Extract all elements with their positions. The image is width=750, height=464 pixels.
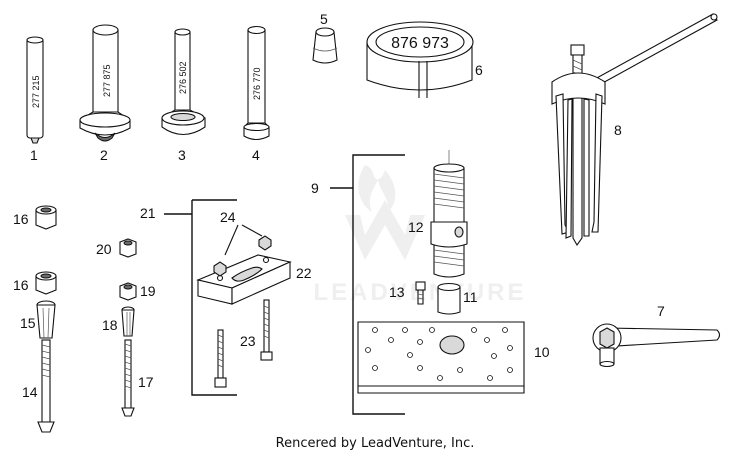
part-15-collet: 15 xyxy=(20,300,56,339)
part-4-pin: 276 770 4 xyxy=(243,25,270,163)
part-1-pin: 277 215 1 xyxy=(26,36,44,163)
callout-11: 11 xyxy=(463,289,478,305)
callout-21: 21 xyxy=(140,205,156,221)
callout-13: 13 xyxy=(389,284,405,300)
callout-23: 23 xyxy=(240,333,256,349)
part-18-collet: 18 xyxy=(102,306,135,337)
callout-14: 14 xyxy=(22,384,38,400)
callout-24: 24 xyxy=(220,209,236,225)
part-5-cap: 5 xyxy=(312,11,338,64)
callout-10: 10 xyxy=(534,344,550,360)
part-bolts-21: 23 xyxy=(214,299,273,388)
callout-5: 5 xyxy=(320,11,328,27)
bracket-9: 9 xyxy=(311,154,405,415)
part-14-bolt: 14 xyxy=(22,339,55,433)
part-7-wrench: 7 xyxy=(592,303,721,368)
part-20-nut: 20 xyxy=(96,238,137,258)
callout-3: 3 xyxy=(178,147,186,163)
callout-16-top: 16 xyxy=(13,211,29,227)
part-19-nut: 19 xyxy=(119,282,156,301)
callout-2: 2 xyxy=(100,147,108,163)
part-16-nut-lower: 16 xyxy=(13,271,57,295)
callout-18: 18 xyxy=(102,317,118,333)
part-6-split-ring: 876 973 6 xyxy=(366,21,483,98)
callout-19: 19 xyxy=(140,283,156,299)
bracket-21: 21 xyxy=(140,199,237,396)
callout-22: 22 xyxy=(296,265,312,281)
part-17-bolt: 17 xyxy=(121,339,154,417)
stamp-276502: 276 502 xyxy=(178,61,188,94)
callout-1: 1 xyxy=(30,147,38,163)
part-2-driver: 277 875 2 xyxy=(79,24,131,163)
stamp-276770: 276 770 xyxy=(252,67,262,100)
callout-8: 8 xyxy=(614,122,622,138)
part-24-nuts: 24 xyxy=(213,209,272,277)
part-8-puller: 8 xyxy=(551,13,718,247)
callout-16-lower: 16 xyxy=(13,277,29,293)
callout-6: 6 xyxy=(475,62,483,78)
part-16-nut-top: 16 xyxy=(13,205,57,230)
footer-credit: Rencered by LeadVenture, Inc. xyxy=(275,436,475,451)
callout-20: 20 xyxy=(96,241,112,257)
part-3-driver: 276 502 3 xyxy=(161,28,206,163)
part-13-screw: 13 xyxy=(389,281,426,305)
part-11-sleeve: 11 xyxy=(437,282,478,315)
stamp-277215: 277 215 xyxy=(31,75,41,108)
stamp-876973: 876 973 xyxy=(391,35,449,52)
callout-17: 17 xyxy=(138,374,154,390)
callout-12: 12 xyxy=(408,219,424,235)
part-10-plate: 10 xyxy=(357,321,550,394)
callout-7: 7 xyxy=(657,303,665,319)
callout-15: 15 xyxy=(20,315,36,331)
stamp-277875: 277 875 xyxy=(102,64,112,97)
callout-4: 4 xyxy=(252,147,260,163)
callout-9: 9 xyxy=(311,180,319,196)
part-22-bracket: 22 xyxy=(196,254,312,305)
part-12-threaded-column: 12 xyxy=(408,150,468,278)
